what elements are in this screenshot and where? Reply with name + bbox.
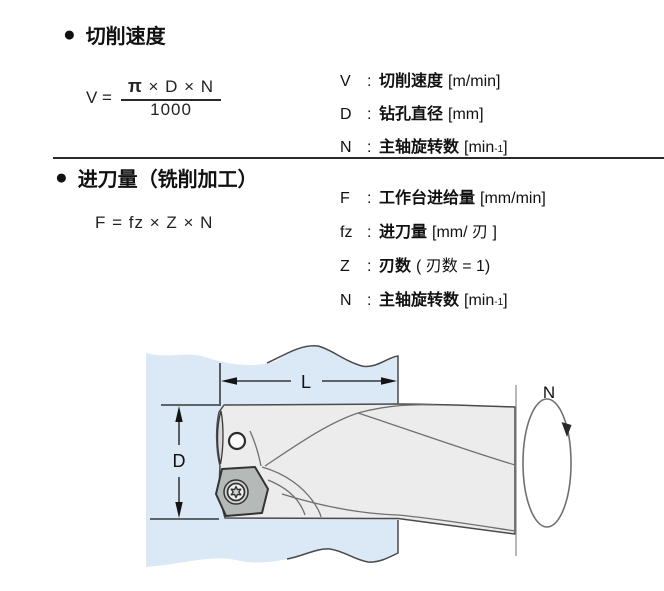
formula-text: F = fz × Z × N xyxy=(95,213,214,232)
legend-unit-tail: ] xyxy=(503,292,508,309)
length-arrow-left-icon xyxy=(221,377,237,385)
legend-symbol: D xyxy=(340,106,352,123)
flute-lines xyxy=(249,404,516,532)
section-cutting-speed-heading: ● 切削速度 xyxy=(63,20,166,49)
length-arrow-right-icon xyxy=(381,377,397,385)
diameter-arrow-bottom-icon xyxy=(175,502,183,518)
numerator-rest: × D × N xyxy=(142,77,215,96)
cutting-speed-legend: V: 切削速度[m/min] D: 钻孔直径[mm] N: 主轴旋转数[min-1] xyxy=(340,67,508,157)
diameter-label: D xyxy=(173,451,186,471)
section-divider xyxy=(53,157,664,159)
bullet-icon: ● xyxy=(55,166,68,189)
legend-superscript: -1 xyxy=(494,144,504,155)
legend-label: 刃数 xyxy=(379,258,412,275)
legend-unit: [min xyxy=(464,139,495,156)
legend-label: 进刀量 xyxy=(379,224,428,241)
legend-row: Z: 刃数( 刃数 = 1) xyxy=(340,252,546,276)
diameter-arrow-top-icon xyxy=(175,406,183,422)
legend-colon: : xyxy=(367,292,372,309)
fraction-denominator: 1000 xyxy=(150,100,192,119)
feed-rate-legend: F: 工作台进给量[mm/min] fz: 进刀量[mm/ 刃 ] Z: 刃数( 刃数… xyxy=(340,184,546,310)
legend-unit: [mm/ 刃 ] xyxy=(432,224,497,241)
legend-symbol: Z xyxy=(340,258,350,275)
legend-unit-tail: ] xyxy=(503,139,508,156)
length-dimension xyxy=(219,363,382,406)
legend-colon: : xyxy=(367,73,372,90)
section-title: 进刀量（铣削加工） xyxy=(77,169,258,191)
legend-colon: : xyxy=(367,224,372,241)
legend-symbol: F xyxy=(340,190,350,207)
formula-lhs: V = xyxy=(86,88,112,107)
pi-symbol: π xyxy=(128,76,143,96)
legend-row: N: 主轴旋转数[min-1] xyxy=(340,133,508,157)
legend-symbol: N xyxy=(340,139,352,156)
drill-diagram: N L D xyxy=(146,345,572,567)
tip-cutting-edge xyxy=(216,410,224,465)
rotation-arrowhead-icon xyxy=(561,422,572,437)
legend-row: V: 切削速度[m/min] xyxy=(340,67,508,91)
legend-symbol: V xyxy=(340,73,351,90)
workpiece-outline-top xyxy=(266,345,399,404)
length-label: L xyxy=(301,372,311,392)
torx-screw-icon xyxy=(223,479,249,505)
fraction-numerator: π × D × N xyxy=(121,76,222,101)
legend-unit: [min xyxy=(464,292,495,309)
formula-fraction: π × D × N 1000 xyxy=(121,76,222,120)
section-title: 切削速度 xyxy=(85,26,166,48)
bullet-icon: ● xyxy=(63,23,76,46)
legend-row: D: 钻孔直径[mm] xyxy=(340,100,508,124)
legend-symbol: N xyxy=(340,292,352,309)
rotation-arrow xyxy=(522,398,572,528)
legend-label: 主轴旋转数 xyxy=(379,292,460,309)
legend-superscript: -1 xyxy=(494,297,504,308)
tool-side-hole xyxy=(227,431,247,451)
legend-colon: : xyxy=(367,190,372,207)
section-feed-rate-heading: ● 进刀量（铣削加工） xyxy=(55,163,258,192)
legend-colon: : xyxy=(367,258,372,275)
legend-colon: : xyxy=(367,106,372,123)
legend-row: N: 主轴旋转数[min-1] xyxy=(340,286,546,310)
legend-row: F: 工作台进给量[mm/min] xyxy=(340,184,546,208)
diameter-dimension xyxy=(150,404,219,520)
legend-unit: ( 刃数 = 1) xyxy=(416,258,491,275)
legend-unit: [m/min] xyxy=(448,73,501,90)
workpiece-outline-bottom xyxy=(286,520,399,563)
tool-body xyxy=(215,403,516,535)
legend-unit: [mm] xyxy=(448,106,484,123)
legend-symbol: fz xyxy=(340,224,353,241)
cutting-speed-formula: V = π × D × N 1000 xyxy=(86,76,222,120)
legend-row: fz: 进刀量[mm/ 刃 ] xyxy=(340,218,546,242)
legend-label: 主轴旋转数 xyxy=(379,139,460,156)
legend-label: 切削速度 xyxy=(379,73,444,90)
rotation-label: N xyxy=(543,383,555,402)
legend-label: 工作台进给量 xyxy=(379,190,476,207)
feed-rate-formula: F = fz × Z × N xyxy=(95,213,213,233)
legend-unit: [mm/min] xyxy=(480,190,546,207)
legend-colon: : xyxy=(367,139,372,156)
legend-label: 钻孔直径 xyxy=(379,106,444,123)
